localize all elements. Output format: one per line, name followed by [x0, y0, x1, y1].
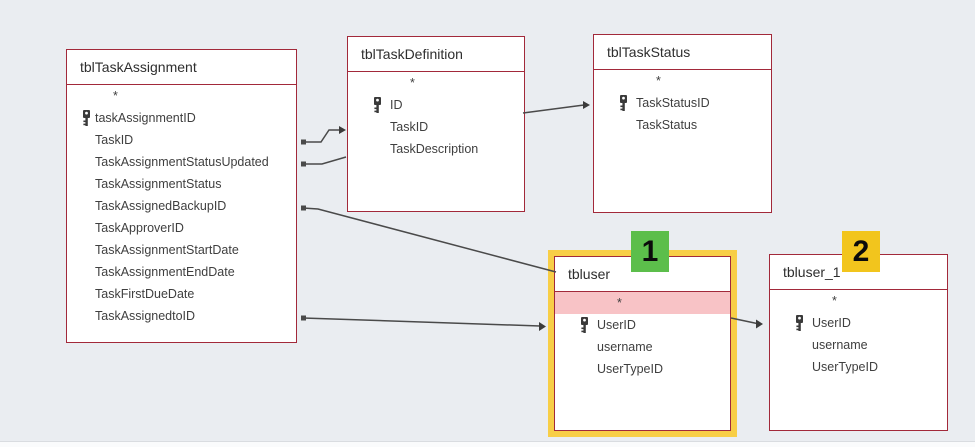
- field-TaskDescription[interactable]: TaskDescription: [348, 138, 524, 160]
- join-statusupdated-to-tbltaskdefinition[interactable]: [301, 156, 347, 167]
- bottom-pane-edge: [0, 441, 975, 447]
- table-title-tblTaskAssignment[interactable]: tblTaskAssignment: [67, 50, 296, 85]
- field-TaskAssignmentStartDate[interactable]: TaskAssignmentStartDate: [67, 239, 296, 261]
- primary-key-icon: [581, 317, 588, 333]
- field-label: *: [832, 294, 837, 308]
- annotation-badge-2: 2: [842, 231, 880, 272]
- primary-key-icon: [620, 95, 627, 111]
- field-label: UserID: [597, 318, 636, 332]
- field-label: UserTypeID: [812, 360, 878, 374]
- field-label: TaskDescription: [390, 142, 479, 156]
- field-UserTypeID[interactable]: UserTypeID: [555, 358, 730, 380]
- field-label: TaskFirstDueDate: [95, 287, 195, 301]
- field-UserTypeID[interactable]: UserTypeID: [770, 356, 947, 378]
- field-username[interactable]: username: [555, 336, 730, 358]
- field-TaskFirstDueDate[interactable]: TaskFirstDueDate: [67, 283, 296, 305]
- table-tblTaskStatus[interactable]: tblTaskStatus * TaskStatusID TaskStatus: [593, 34, 772, 213]
- field-label: TaskApproverID: [95, 221, 184, 235]
- field-label: TaskStatusID: [636, 96, 710, 110]
- field-label: TaskAssignmentStatusUpdated: [95, 155, 269, 169]
- field-label: username: [597, 340, 653, 354]
- field-label: *: [656, 74, 661, 88]
- join-assignedtoid-to-tbluser-userid[interactable]: [301, 315, 546, 332]
- field-star[interactable]: *: [594, 70, 771, 92]
- field-label: ID: [390, 98, 403, 112]
- table-tblTaskDefinition[interactable]: tblTaskDefinition * ID TaskID TaskDescripti…: [347, 36, 525, 212]
- field-star[interactable]: *: [770, 290, 947, 312]
- field-TaskStatusID[interactable]: TaskStatusID: [594, 92, 771, 114]
- field-label: TaskID: [95, 133, 134, 147]
- field-UserID[interactable]: UserID: [770, 312, 947, 334]
- field-TaskAssignedBackupID[interactable]: TaskAssignedBackupID: [67, 195, 296, 217]
- field-UserID[interactable]: UserID: [555, 314, 730, 336]
- field-label: TaskAssignmentEndDate: [95, 265, 235, 279]
- table-tblTaskAssignment[interactable]: tblTaskAssignment * taskAssignmentID TaskI…: [66, 49, 297, 343]
- table-title-tbluser_1[interactable]: tbluser_1: [770, 255, 947, 290]
- field-label: *: [617, 296, 622, 310]
- field-list-tblTaskStatus: * TaskStatusID TaskStatus: [594, 70, 771, 136]
- primary-key-icon: [83, 110, 90, 126]
- join-taskid-to-tbltaskdefinition[interactable]: [301, 126, 346, 145]
- join-assignedbackupid-to-tbluser[interactable]: [301, 205, 557, 273]
- field-TaskID[interactable]: TaskID: [67, 129, 296, 151]
- field-star[interactable]: *: [348, 72, 524, 94]
- field-TaskApproverID[interactable]: TaskApproverID: [67, 217, 296, 239]
- field-label: *: [410, 76, 415, 90]
- field-TaskAssignmentStatus[interactable]: TaskAssignmentStatus: [67, 173, 296, 195]
- field-label: UserTypeID: [597, 362, 663, 376]
- table-title-tblTaskDefinition[interactable]: tblTaskDefinition: [348, 37, 524, 72]
- primary-key-icon: [374, 97, 381, 113]
- field-label: TaskID: [390, 120, 429, 134]
- field-TaskAssignmentEndDate[interactable]: TaskAssignmentEndDate: [67, 261, 296, 283]
- field-ID[interactable]: ID: [348, 94, 524, 116]
- field-label: username: [812, 338, 868, 352]
- primary-key-icon: [796, 315, 803, 331]
- field-taskAssignmentID[interactable]: taskAssignmentID: [67, 107, 296, 129]
- field-label: TaskAssignedtoID: [95, 309, 196, 323]
- field-label: TaskStatus: [636, 118, 698, 132]
- field-TaskAssignmentStatusUpdated[interactable]: TaskAssignmentStatusUpdated: [67, 151, 296, 173]
- field-list-tblTaskAssignment: * taskAssignmentID TaskID TaskAssignmentSta…: [67, 85, 296, 327]
- table-title-tbluser[interactable]: tbluser: [555, 257, 730, 292]
- field-label: TaskAssignmentStatus: [95, 177, 222, 191]
- field-label: taskAssignmentID: [95, 111, 196, 125]
- field-star[interactable]: *: [555, 292, 730, 314]
- table-title-tblTaskStatus[interactable]: tblTaskStatus: [594, 35, 771, 70]
- field-label: TaskAssignmentStartDate: [95, 243, 239, 257]
- field-username[interactable]: username: [770, 334, 947, 356]
- field-TaskAssignedtoID[interactable]: TaskAssignedtoID: [67, 305, 296, 327]
- field-list-tblTaskDefinition: * ID TaskID TaskDescription: [348, 72, 524, 160]
- join-tbltaskdefinition-to-tbltaskstatus[interactable]: [522, 101, 590, 114]
- field-label: *: [113, 89, 118, 103]
- field-label: UserID: [812, 316, 851, 330]
- field-TaskStatus[interactable]: TaskStatus: [594, 114, 771, 136]
- annotation-badge-1: 1: [631, 231, 669, 272]
- field-star[interactable]: *: [67, 85, 296, 107]
- field-label: TaskAssignedBackupID: [95, 199, 227, 213]
- field-TaskID[interactable]: TaskID: [348, 116, 524, 138]
